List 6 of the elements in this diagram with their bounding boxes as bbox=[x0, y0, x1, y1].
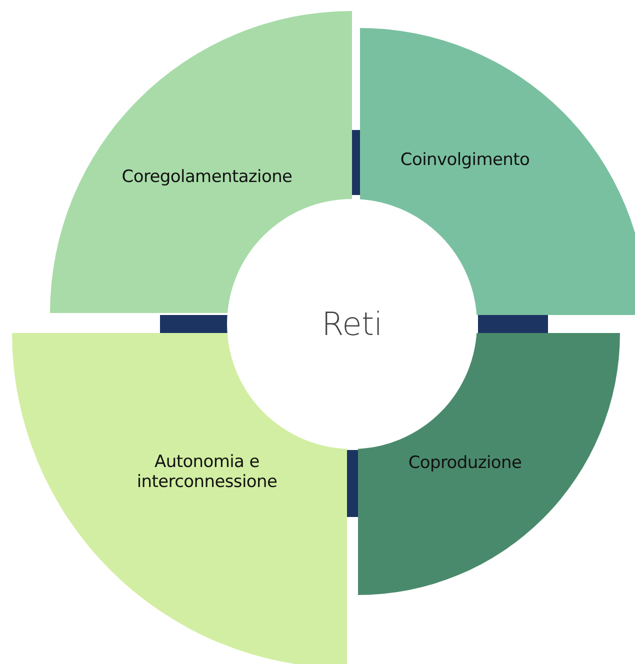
segment-label: Coinvolgimento bbox=[399, 150, 531, 170]
segment-label: Reti bbox=[322, 305, 382, 343]
segment-label: Coregolamentazione bbox=[120, 167, 294, 187]
center-circle bbox=[227, 199, 477, 449]
segment-label: Autonomia e interconnessione bbox=[136, 452, 278, 492]
segment-label: Coproduzione bbox=[407, 453, 523, 473]
